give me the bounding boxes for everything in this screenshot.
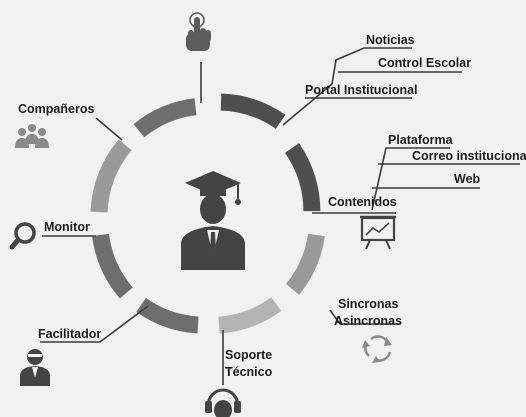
ring-segment-top-left [133,98,197,138]
ring-segment-right-lower [285,233,325,295]
label-monitor: Monitor [44,220,90,234]
label-companeros: Compañeros [18,102,94,116]
ring-segment-left-lower [92,233,133,299]
label-tecnico: Técnico [225,365,273,379]
label-asincronas: Asincronas [334,314,402,328]
label-plataforma: Plataforma [388,133,454,147]
leader-plataforma [371,147,450,211]
instructor-icon [20,349,50,386]
leader-sincronas [329,309,400,325]
label-noticias: Noticias [366,33,415,47]
ring-segment-bottom-left [136,297,199,334]
graduate-icon [181,171,245,270]
leader-companeros [95,117,123,141]
magnifier-icon [9,222,36,250]
label-control-escolar: Control Escolar [378,56,471,70]
headset-icon [205,388,241,417]
leader-facilitador [40,305,149,343]
label-soporte: Soporte [225,348,272,362]
ring-segment-bottom-right [218,297,282,334]
label-correo-institucional: Correo institucional [412,149,526,163]
presentation-board-icon [360,215,396,250]
cycle-arrows-icon [362,335,392,363]
ring [90,93,325,334]
group-icon [15,124,49,148]
label-contenidos: Contenidos [328,195,397,209]
label-facilitador: Facilitador [38,327,101,341]
labels: Noticias Control Escolar Portal Instituc… [18,33,526,379]
label-web: Web [454,172,481,186]
ring-segment-top-right [220,93,286,129]
ring-segment-right-upper [284,143,321,212]
leader-lines [40,47,520,385]
label-sincronas: Sincronas [338,297,398,311]
ring-segment-left-upper [90,139,132,213]
touch-hand-icon [186,12,211,51]
label-portal-institucional: Portal Institucional [305,83,418,97]
